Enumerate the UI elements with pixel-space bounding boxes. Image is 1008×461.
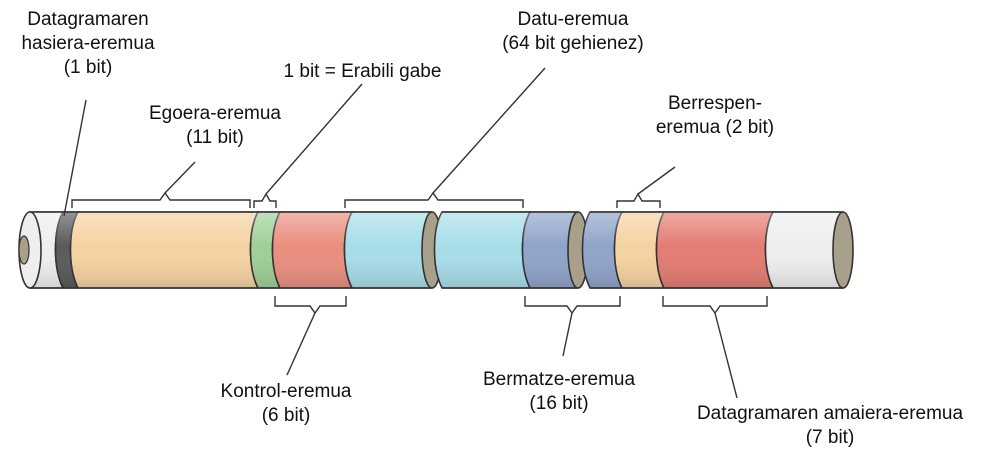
leader-start-of-frame	[64, 100, 86, 216]
label-end-of-frame: Datagramaren amaiera-eremua (7 bit)	[656, 402, 1004, 450]
leader-status-field	[165, 162, 195, 193]
brace-status-field	[72, 193, 250, 208]
label-control-field: Kontrol-eremua (6 bit)	[188, 380, 384, 428]
label-data-line2: (64 bit gehienez)	[468, 32, 678, 56]
label-start-line3: (1 bit)	[0, 56, 176, 80]
brace-unused-bit	[254, 194, 276, 208]
label-status-line1: Egoera-eremua	[115, 102, 315, 126]
label-crc-line1: Bermatze-eremua	[448, 368, 670, 392]
label-unused-line1: 1 bit = Erabili gabe	[255, 60, 470, 84]
label-start-line1: Datagramaren	[0, 8, 176, 32]
pipe-end-cap-right	[833, 212, 853, 288]
pipe-part-2	[435, 212, 589, 288]
leader-ack-field	[638, 167, 675, 194]
pipe-end-cap-left-hole	[19, 236, 29, 264]
brace-data-field	[345, 193, 523, 208]
label-status-field: Egoera-eremua (11 bit)	[115, 102, 315, 150]
label-end-line2: (7 bit)	[656, 426, 1004, 450]
label-control-line2: (6 bit)	[188, 404, 384, 428]
brace-control-field	[275, 296, 346, 313]
label-crc-line2: (16 bit)	[448, 392, 670, 416]
label-start-of-frame: Datagramaren hasiera-eremua (1 bit)	[0, 8, 176, 80]
label-ack-line1: Berrespen-	[630, 92, 800, 116]
label-ack-field: Berrespen- eremua (2 bit)	[630, 92, 800, 140]
label-crc-field: Bermatze-eremua (16 bit)	[448, 368, 670, 416]
label-unused-bit: 1 bit = Erabili gabe	[255, 60, 470, 84]
label-end-line1: Datagramaren amaiera-eremua	[656, 402, 1004, 426]
label-ack-line2: eremua (2 bit)	[630, 116, 800, 140]
leader-data-field	[433, 68, 545, 193]
label-start-line2: hasiera-eremua	[0, 32, 176, 56]
leader-crc-field	[563, 313, 572, 356]
brace-crc-field	[525, 296, 620, 313]
label-data-line1: Datu-eremua	[468, 8, 678, 32]
label-status-line2: (11 bit)	[115, 126, 315, 150]
pipe-part-1	[19, 212, 442, 288]
brace-end-of-frame	[663, 296, 767, 313]
brace-ack-field	[617, 194, 660, 208]
leader-end-of-frame	[715, 313, 737, 398]
leader-control-field	[287, 313, 315, 375]
label-data-field: Datu-eremua (64 bit gehienez)	[468, 8, 678, 56]
pipe-part-3	[583, 212, 854, 288]
label-control-line1: Kontrol-eremua	[188, 380, 384, 404]
